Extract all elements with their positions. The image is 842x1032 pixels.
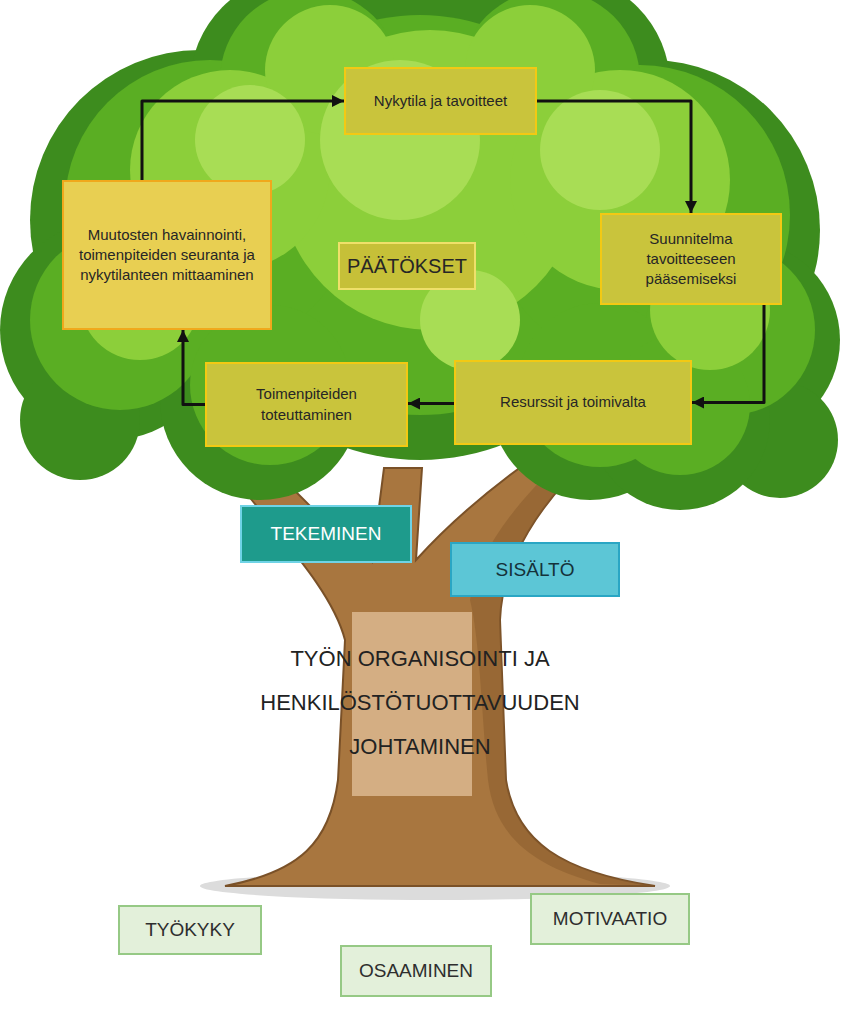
branch-label: SISÄLTÖ: [450, 542, 620, 597]
cycle-arrow: [183, 330, 205, 405]
node-text: TYÖKYKY: [145, 919, 235, 941]
process-box: Toimenpiteiden toteuttaminen: [205, 362, 408, 447]
node-text: Suunnitelma tavoitteeseen pääsemiseksi: [608, 229, 774, 290]
process-box: Nykytila ja tavoitteet: [344, 67, 537, 135]
process-box: Suunnitelma tavoitteeseen pääsemiseksi: [600, 213, 782, 305]
node-text: Nykytila ja tavoitteet: [374, 91, 507, 111]
cycle-arrow: [142, 101, 344, 180]
cycle-arrow: [537, 101, 691, 213]
node-text: Resurssit ja toimivalta: [500, 392, 646, 412]
root-box: MOTIVAATIO: [530, 893, 690, 945]
node-text: Toimenpiteiden toteuttaminen: [213, 384, 400, 425]
trunk-label: TYÖN ORGANISOINTI JA HENKILÖSTÖTUOTTAVUU…: [240, 628, 600, 778]
tree-trunk: [225, 438, 655, 886]
center-box: PÄÄTÖKSET: [338, 242, 476, 290]
node-text: OSAAMINEN: [359, 960, 473, 982]
cycle-arrow: [408, 402, 454, 405]
branch-label: TEKEMINEN: [240, 505, 412, 563]
root-box: OSAAMINEN: [340, 945, 492, 997]
process-box: Muutosten havainnointi, toimenpiteiden s…: [62, 180, 272, 330]
cycle-arrow: [692, 305, 764, 403]
root-box: TYÖKYKY: [118, 905, 262, 955]
node-text: TEKEMINEN: [271, 523, 382, 545]
node-text: Muutosten havainnointi, toimenpiteiden s…: [72, 225, 262, 286]
tree-canopy: [0, 0, 840, 510]
node-text: SISÄLTÖ: [496, 559, 575, 581]
process-box: Resurssit ja toimivalta: [454, 360, 692, 445]
node-text: MOTIVAATIO: [553, 908, 667, 930]
node-text: PÄÄTÖKSET: [347, 255, 467, 278]
node-text: TYÖN ORGANISOINTI JA HENKILÖSTÖTUOTTAVUU…: [244, 637, 596, 769]
